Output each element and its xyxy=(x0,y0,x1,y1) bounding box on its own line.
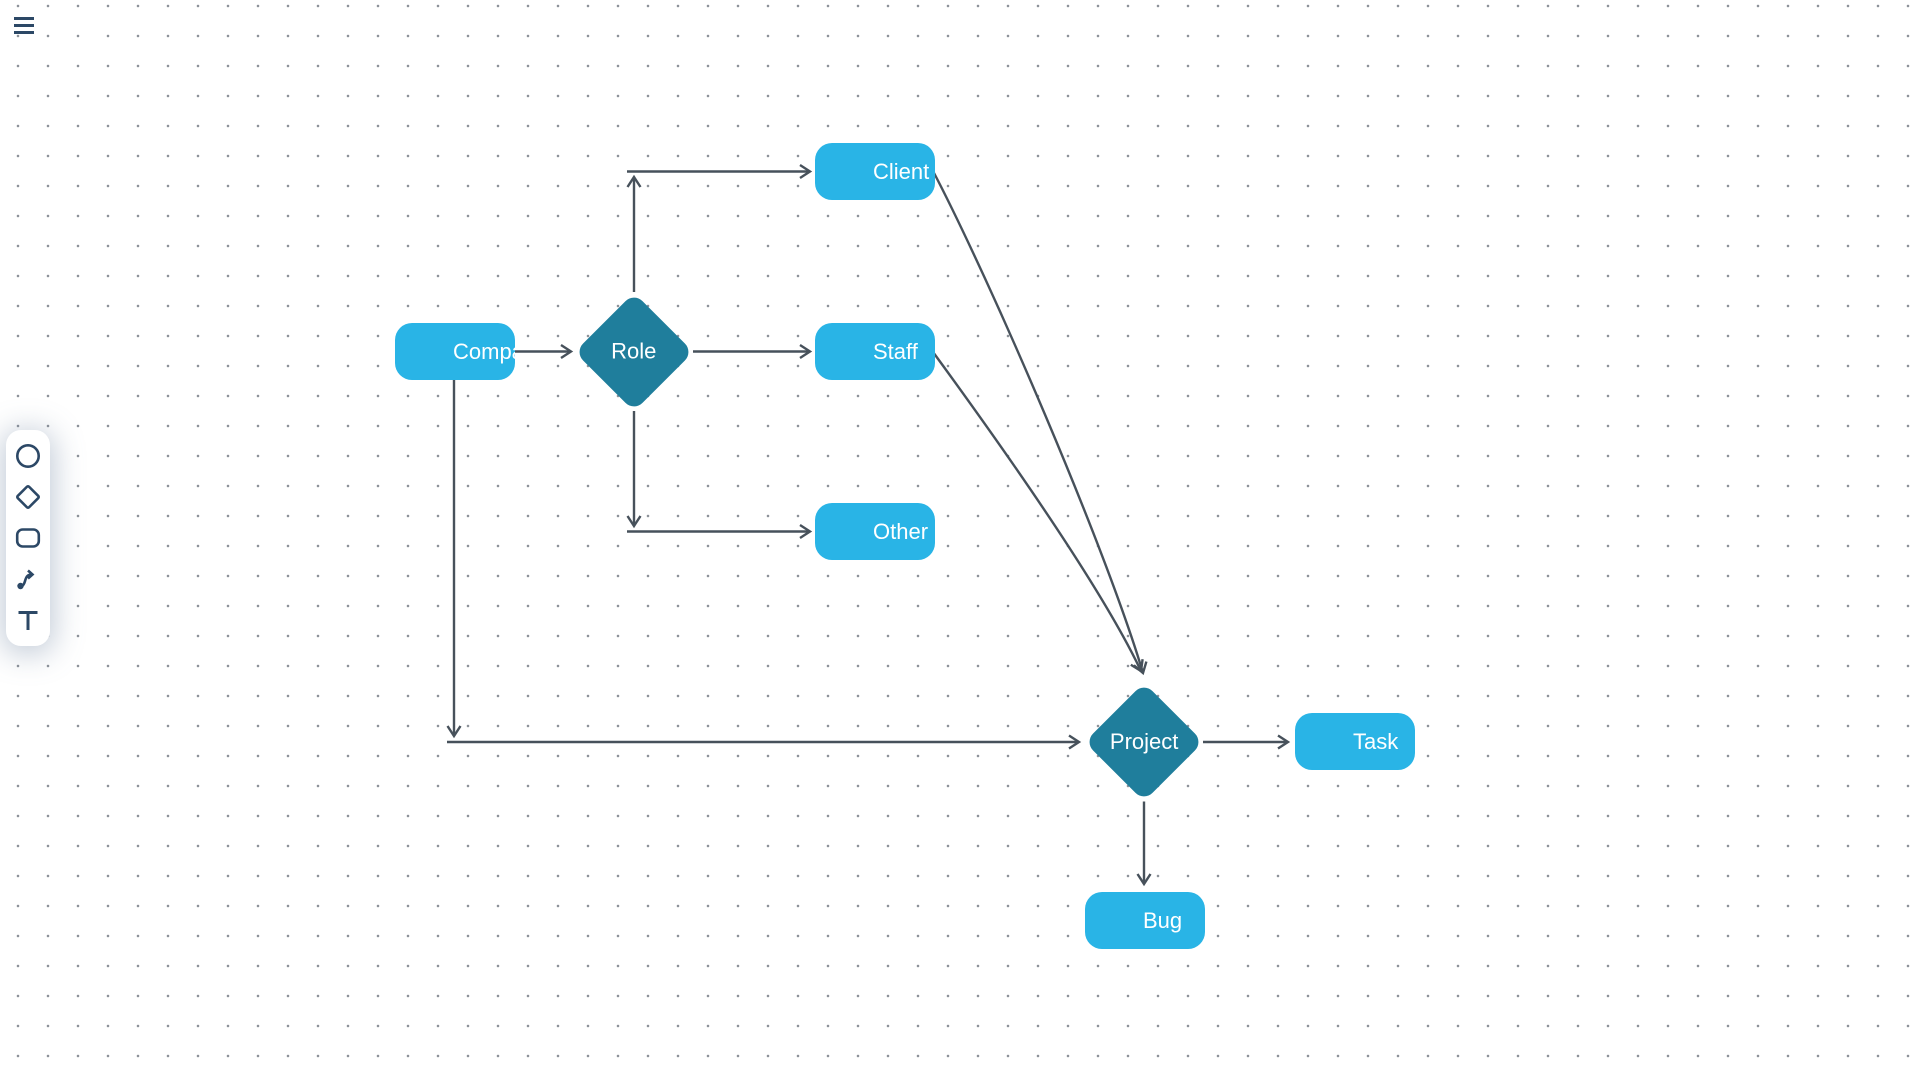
connector-arrow-icon xyxy=(17,569,35,590)
hamburger-bar xyxy=(14,30,34,34)
node-client[interactable]: Client xyxy=(815,143,935,200)
node-other[interactable]: Other xyxy=(815,503,935,560)
edge-staff-project-curve[interactable] xyxy=(932,351,1144,673)
node-label-bug: Bug xyxy=(1143,907,1183,933)
rectangle-icon xyxy=(15,528,41,548)
node-staff[interactable]: Staff xyxy=(815,323,935,380)
node-label-client: Client xyxy=(873,158,930,184)
rectangle-tool-button[interactable] xyxy=(9,521,47,555)
circle-icon xyxy=(16,444,40,468)
node-label-project: Project xyxy=(1109,728,1179,754)
edge-client-project-curve[interactable] xyxy=(931,170,1148,676)
circle-tool-button[interactable] xyxy=(9,439,47,473)
diamond-tool-button[interactable] xyxy=(9,480,47,514)
node-label-staff: Staff xyxy=(873,338,918,364)
node-task[interactable]: Task xyxy=(1295,713,1415,770)
node-label-other: Other xyxy=(873,518,929,544)
node-company[interactable]: Company xyxy=(395,323,515,380)
connector-tool-button[interactable] xyxy=(9,562,47,596)
node-bug[interactable]: Bug xyxy=(1085,892,1205,949)
node-label-role: Role xyxy=(611,338,657,364)
node-label-company: Company xyxy=(453,338,515,364)
hamburger-bar xyxy=(14,23,34,27)
hamburger-menu-button[interactable] xyxy=(14,13,42,37)
text-tool-button[interactable] xyxy=(9,603,47,637)
shape-toolbar xyxy=(6,430,50,646)
hamburger-icon xyxy=(14,16,34,34)
text-icon xyxy=(18,611,38,630)
hamburger-bar xyxy=(14,16,34,20)
node-label-task: Task xyxy=(1353,728,1399,754)
diamond-icon xyxy=(16,485,40,509)
